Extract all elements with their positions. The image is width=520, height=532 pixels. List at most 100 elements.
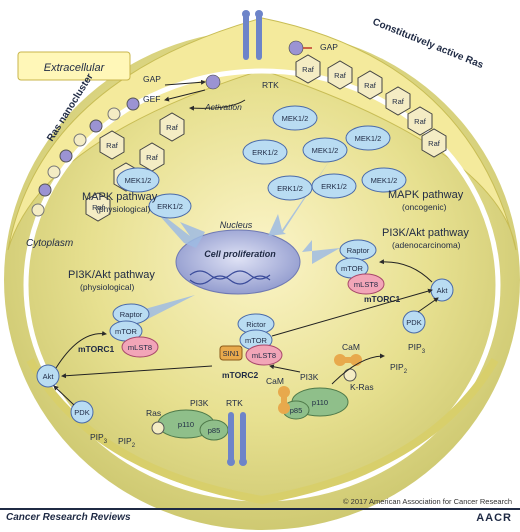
gap-label-left: GAP xyxy=(143,74,161,84)
raptor-right-label: Raptor xyxy=(347,246,370,255)
mek-right-2-label: MEK1/2 xyxy=(312,146,339,155)
raf-label-1: Raf xyxy=(92,203,105,212)
mek-right-1-label: MEK1/2 xyxy=(282,114,309,123)
ras-gdp-top xyxy=(205,74,221,90)
raf-right-label-4: Raf xyxy=(392,97,405,106)
mapk-phys-sub: (physiological) xyxy=(96,204,150,214)
pip2-right-label: PIP2 xyxy=(390,362,408,375)
mtor-center-label: mTOR xyxy=(245,336,268,345)
mlst8-right-label: mLST8 xyxy=(354,280,378,289)
pi3k-phys-title: PI3K/Akt pathway xyxy=(68,269,155,281)
sin1-label: SIN1 xyxy=(223,349,240,358)
journal-name: Cancer Research Reviews xyxy=(6,512,131,523)
cam-bottom xyxy=(278,386,290,414)
cam-top-label: CaM xyxy=(342,342,360,352)
mek-right-2 xyxy=(302,137,348,163)
erk-right-2-label: ERK1/2 xyxy=(277,184,303,193)
mlst8-left-label: mLST8 xyxy=(128,343,152,352)
raf-label-5: Raf xyxy=(166,123,179,132)
ras-left-label: Ras xyxy=(146,408,161,418)
arrow-mapk-onc xyxy=(268,160,330,236)
gef-label: GEF xyxy=(143,94,160,104)
mapk-phys-title: MAPK pathway xyxy=(82,191,158,203)
pdk-left xyxy=(70,400,94,424)
erk-right-1-label: ERK1/2 xyxy=(252,148,278,157)
arrow-pi3k-aden xyxy=(302,240,340,264)
akt-left-label: Akt xyxy=(43,372,55,381)
cam-bottom-label: CaM xyxy=(266,376,284,386)
pi3k-aden-title: PI3K/Akt pathway xyxy=(382,227,469,239)
mek-right-4 xyxy=(361,167,407,193)
erk-right-3-label: ERK1/2 xyxy=(321,182,347,191)
akt-right-label: Akt xyxy=(437,286,449,295)
nucleus-label: Nucleus xyxy=(220,220,253,230)
pdk-left-label: PDK xyxy=(74,408,89,417)
ras-right-top xyxy=(288,40,304,56)
mek-right-3 xyxy=(345,125,391,151)
mek-left-label: MEK1/2 xyxy=(125,176,152,185)
mtorc2-label: mTORC2 xyxy=(222,370,258,380)
dna-strand-2 xyxy=(189,275,271,285)
raf-right-label-1: Raf xyxy=(302,65,315,74)
footer-divider xyxy=(0,508,520,510)
ras-nanocluster-left xyxy=(31,97,140,217)
pi3k-right-label: PI3K xyxy=(300,372,319,382)
raf-label-3: Raf xyxy=(146,153,159,162)
raf-right-label-6: Raf xyxy=(428,139,441,148)
pip2-left-label: PIP2 xyxy=(118,436,136,449)
p110-right-label: p110 xyxy=(312,398,328,407)
mek-right-3-label: MEK1/2 xyxy=(355,134,382,143)
raf-label-4: Raf xyxy=(106,141,119,150)
copyright-text: © 2017 American Association for Cancer R… xyxy=(343,497,512,506)
gap-label-right: GAP xyxy=(320,42,338,52)
erk-left xyxy=(148,193,192,219)
pip3-left-label: PIP3 xyxy=(90,432,108,445)
raf-right-label-5: Raf xyxy=(414,117,427,126)
mapk-onc-title: MAPK pathway xyxy=(388,189,464,201)
sin1 xyxy=(219,345,243,361)
cytoplasm-label: Cytoplasm xyxy=(26,238,73,249)
plasma-membrane xyxy=(7,17,517,251)
dna-strand-1 xyxy=(189,270,271,280)
mtorc1-left-label: mTORC1 xyxy=(78,344,114,354)
p110-left-label: p110 xyxy=(178,420,194,429)
pip3-right-label: PIP3 xyxy=(408,342,426,355)
mek-left xyxy=(116,167,160,193)
kras-label: K-Ras xyxy=(350,382,374,392)
raf-right-group xyxy=(295,54,447,158)
nucleus xyxy=(175,229,301,295)
rictor-label: Rictor xyxy=(246,320,266,329)
mek-right-1 xyxy=(272,105,318,131)
akt-left xyxy=(36,364,60,388)
p85-left-label: p85 xyxy=(208,426,221,435)
pi3k-left-label: PI3K xyxy=(190,398,209,408)
erk-right-3 xyxy=(311,173,357,199)
rtk-top-label: RTK xyxy=(262,80,279,90)
rtk-top xyxy=(242,10,263,60)
erk-right-1 xyxy=(242,139,288,165)
mlst8-right xyxy=(347,273,385,295)
pi3k-phys-sub: (physiological) xyxy=(80,282,134,292)
erk-left-label: ERK1/2 xyxy=(157,202,183,211)
extracellular-label: Extracellular xyxy=(44,62,106,74)
rtk-bottom xyxy=(227,412,247,466)
mapk-onc-sub: (oncogenic) xyxy=(402,202,447,212)
extracellular-box xyxy=(17,51,131,81)
mlst8-center xyxy=(245,344,283,366)
aacr-logo: AACR xyxy=(476,512,512,524)
pi3k-aden-sub: (adenocarcinoma) xyxy=(392,240,461,250)
rtk-bottom-label: RTK xyxy=(226,398,243,408)
p85-right-label: p85 xyxy=(290,406,303,415)
mtorc1-right-label: mTORC1 xyxy=(364,294,400,304)
raf-right-label-2: Raf xyxy=(334,71,347,80)
kras xyxy=(343,368,357,382)
pdk-right xyxy=(402,310,426,334)
mlst8-left xyxy=(121,336,159,358)
mlst8-center-label: mLST8 xyxy=(252,351,276,360)
raptor-left-label: Raptor xyxy=(120,310,143,319)
mtor-left-label: mTOR xyxy=(115,327,138,336)
mtor-right-label: mTOR xyxy=(341,264,364,273)
mek-right-4-label: MEK1/2 xyxy=(371,176,398,185)
